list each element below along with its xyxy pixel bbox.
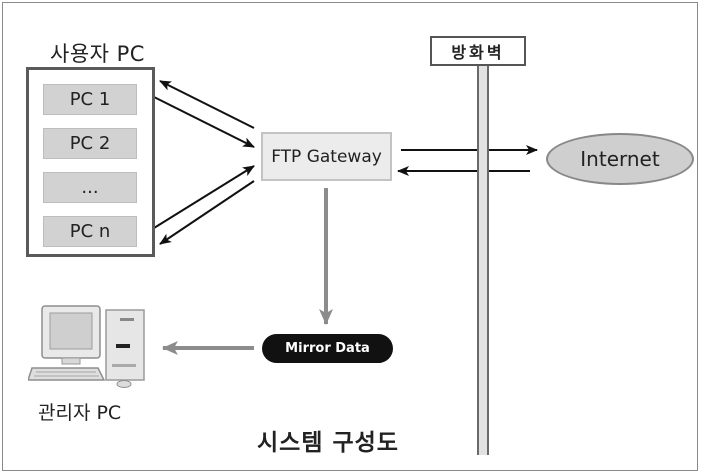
firewall-label: 방화벽 <box>430 36 526 66</box>
pc-item: PC 1 <box>43 84 137 115</box>
pc-item: PC n <box>43 216 137 247</box>
arrow-gateway-to-pcn <box>159 180 255 245</box>
arrow-pc1-to-gateway <box>153 96 255 148</box>
computer-icon <box>28 305 145 388</box>
mirror-data-node: Mirror Data <box>262 334 393 363</box>
diagram-caption: 시스템 구성도 <box>257 430 399 456</box>
internet-node: Internet <box>546 133 694 185</box>
ftp-gateway-node: FTP Gateway <box>261 132 392 181</box>
arrow-gateway-to-pc1 <box>159 80 255 129</box>
firewall-pole <box>477 66 489 455</box>
admin-pc-label: 관리자 PC <box>38 402 122 424</box>
pc-item: PC 2 <box>43 128 137 159</box>
user-pc-group-title: 사용자 PC <box>50 42 145 66</box>
pc-item: ... <box>43 172 137 203</box>
user-pc-group: PC 1 PC 2 ... PC n <box>26 67 155 257</box>
arrow-pcn-to-gateway <box>153 165 255 229</box>
